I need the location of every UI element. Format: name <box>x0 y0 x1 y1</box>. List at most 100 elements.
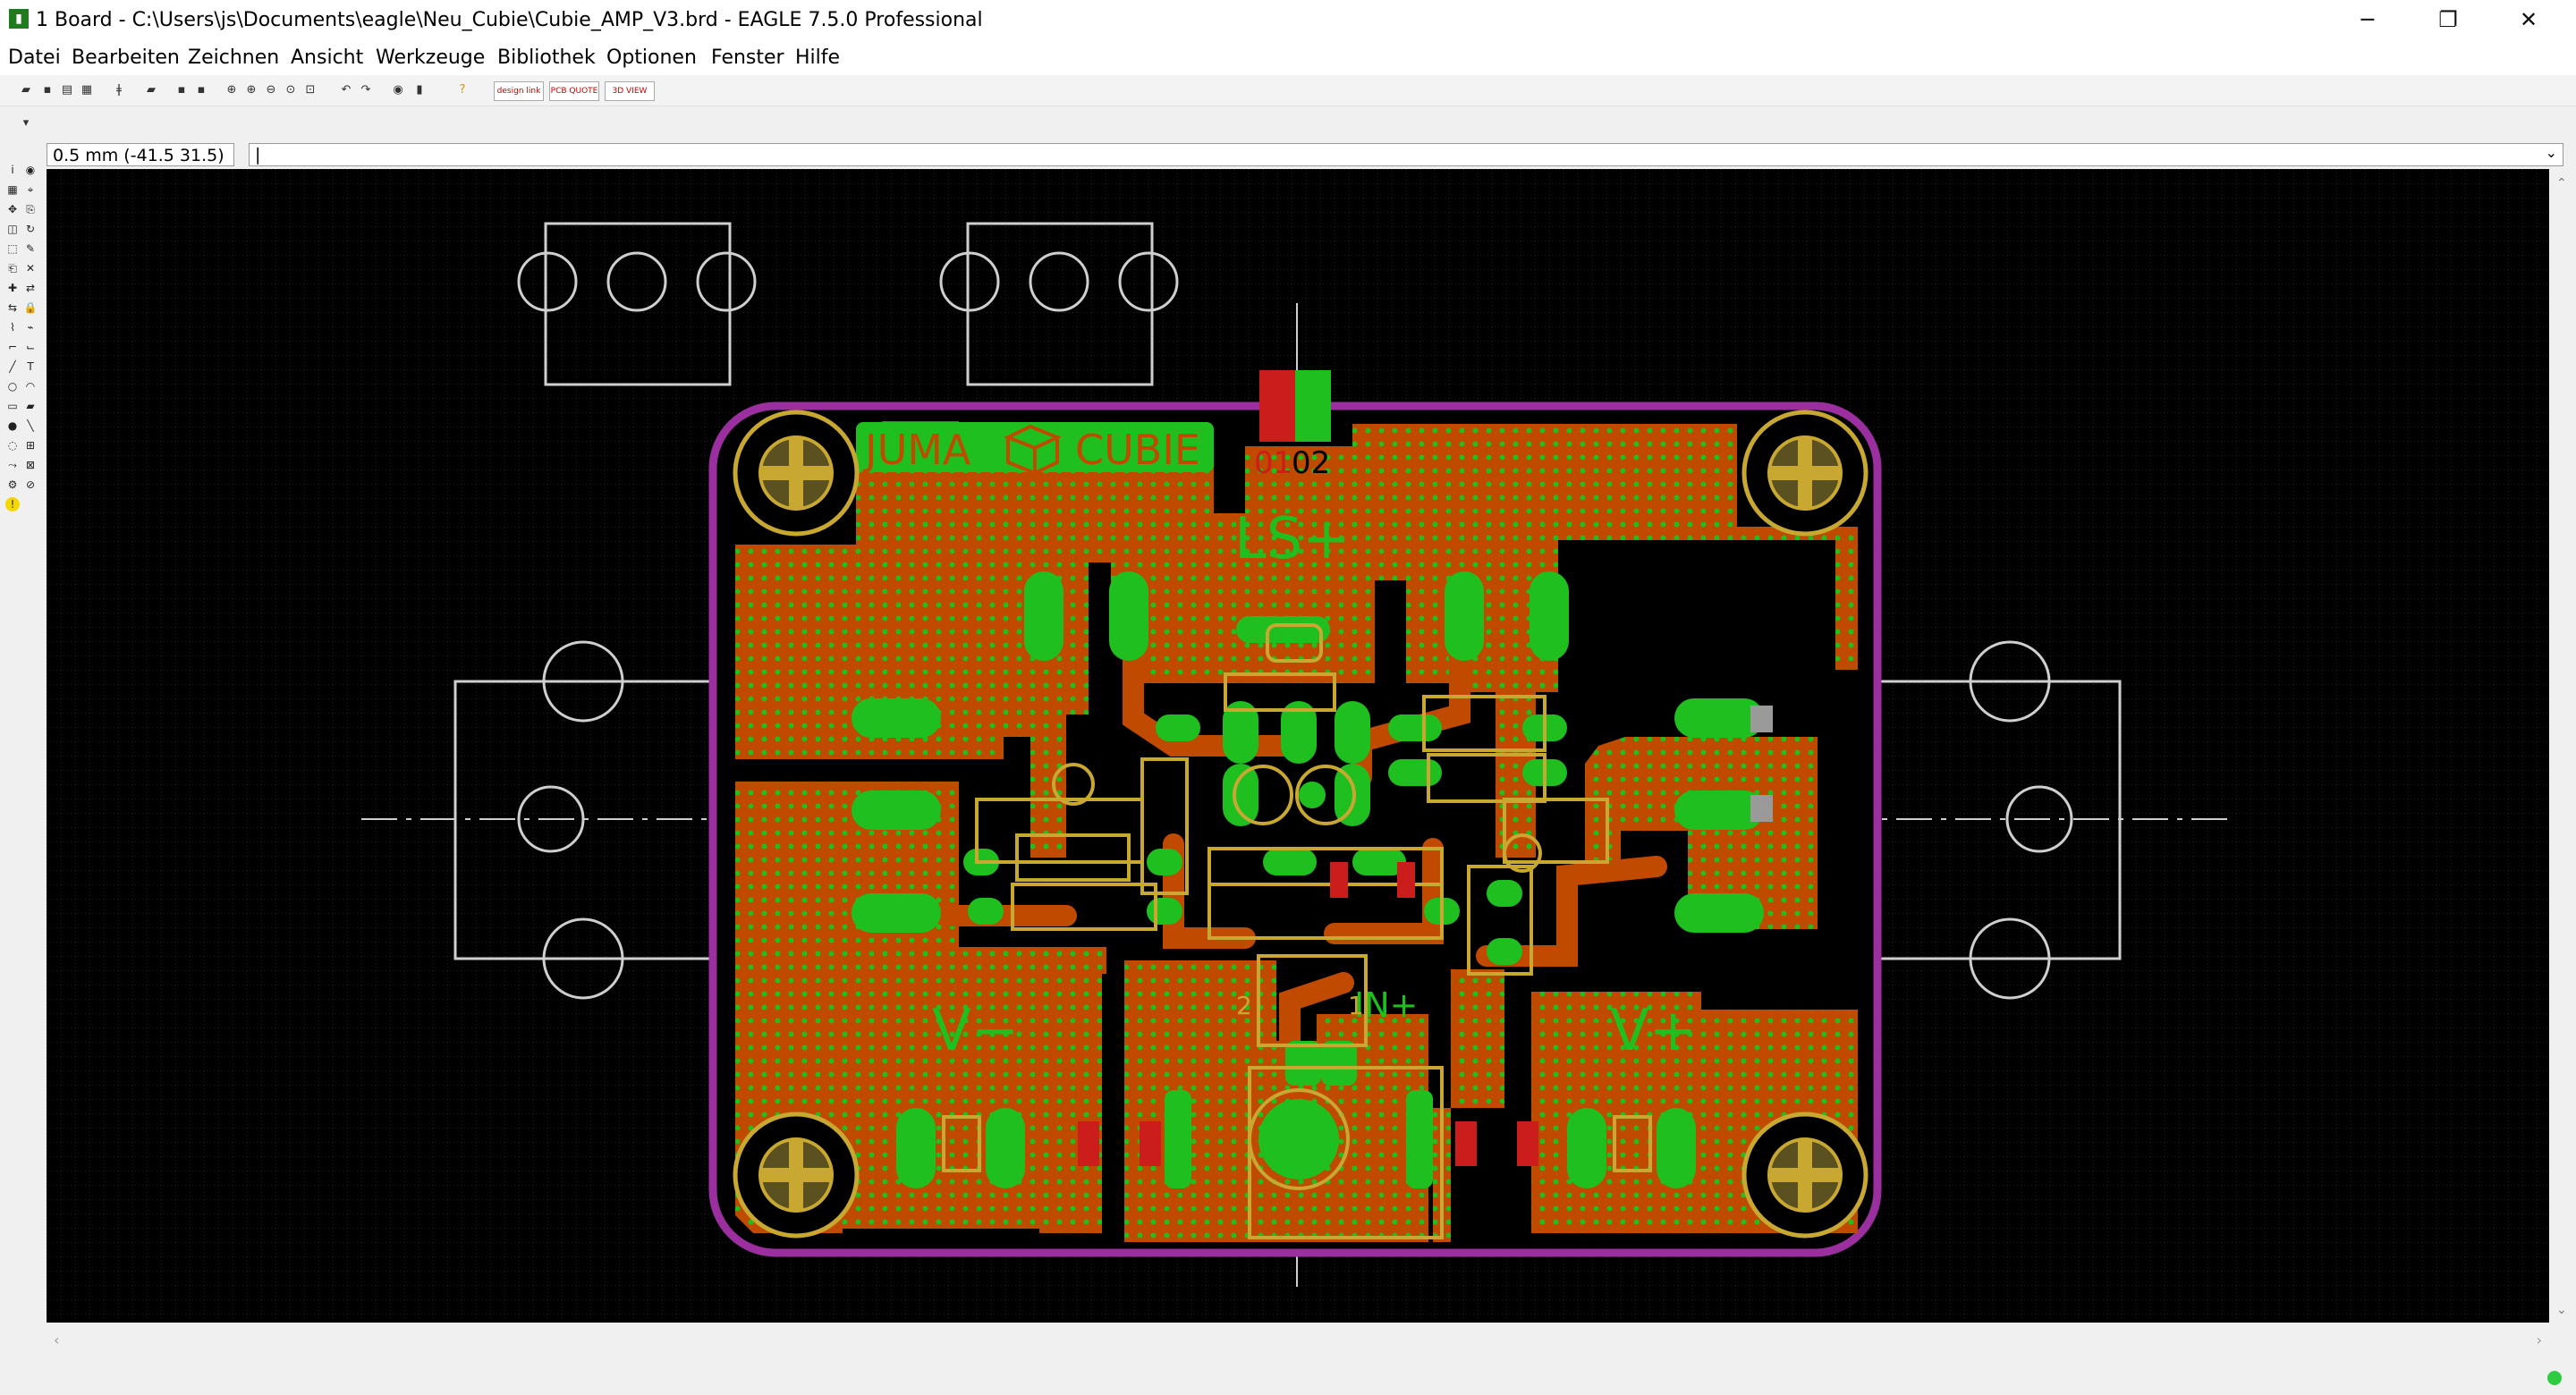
menu-bibliothek[interactable]: Bibliothek <box>497 46 596 69</box>
menu-optionen[interactable]: Optionen <box>606 46 697 69</box>
zoom-out-icon[interactable]: ⊖ <box>266 83 276 97</box>
open-icon[interactable]: ▰ <box>21 83 30 97</box>
parameter-toolbar: ▾ <box>0 106 2576 142</box>
info-icon[interactable]: i <box>11 164 14 176</box>
vertical-scrollbar[interactable]: ⌃ ⌄ <box>2549 169 2576 1323</box>
rotate-icon[interactable]: ↻ <box>25 223 36 235</box>
zoom-redraw-icon[interactable]: ⊙ <box>285 83 296 97</box>
save-icon[interactable]: ▪ <box>43 83 52 97</box>
label-ls-plus: LS+ <box>1234 506 1351 572</box>
label-v-plus: V+ <box>1610 998 1697 1064</box>
scroll-down-icon[interactable]: ⌄ <box>2556 1303 2567 1317</box>
polygon-icon[interactable]: ▰ <box>26 400 35 412</box>
redo-icon[interactable]: ↷ <box>360 83 371 97</box>
zoom-in-icon[interactable]: ⊕ <box>246 83 257 97</box>
close-button[interactable]: ✕ <box>2519 7 2538 32</box>
eagle-board-icon: ▮ <box>9 9 29 29</box>
change-icon[interactable]: ✎ <box>25 242 36 255</box>
ripup-icon[interactable]: ⌙ <box>25 341 36 353</box>
side-toolbar: i ◉ ▦ ⌖ ✥ ⎘ ◫ ↻ ⬚ ✎ ⎗ ✕ ✚ ⇄ ⇆ 🔒 ⌇ ⌁ ⌐ ⌙ ╱ T ○ ◠ ▭ ▰ ● ╲ ◌ ⊞ ⤳ ⊠ ⚙ ⊘! <box>0 159 45 1348</box>
menu-bearbeiten[interactable]: Bearbeiten <box>72 46 180 69</box>
optimize-icon[interactable]: ⌁ <box>27 321 34 334</box>
lock-icon[interactable]: 🔒 <box>23 301 38 314</box>
zoom-select-icon[interactable]: ⊡ <box>305 83 316 97</box>
route-icon[interactable]: ⌐ <box>7 341 18 353</box>
drc-icon[interactable]: ⊘ <box>25 478 36 491</box>
mirror-icon[interactable]: ◫ <box>7 223 18 235</box>
undo-icon[interactable]: ↶ <box>341 83 352 97</box>
layer-02-label: 02 <box>1292 445 1330 481</box>
run-icon[interactable]: ▰ <box>147 83 156 97</box>
mark-icon[interactable]: ⌖ <box>27 183 34 196</box>
script-icon[interactable]: ǂ <box>116 83 122 97</box>
cam-icon[interactable]: ▦ <box>80 83 93 97</box>
command-input-value: | <box>255 145 261 165</box>
menu-ansicht[interactable]: Ansicht <box>291 46 364 69</box>
ulp-icon[interactable]: ▪ <box>177 83 186 97</box>
go-icon[interactable]: ▮ <box>416 83 423 97</box>
arc-icon[interactable]: ◠ <box>25 380 36 393</box>
text-icon[interactable]: T <box>27 360 34 373</box>
label-v-minus: V− <box>932 998 1019 1064</box>
move-icon[interactable]: ✥ <box>7 203 18 216</box>
print-icon[interactable]: ▤ <box>61 83 73 97</box>
horizontal-scrollbar[interactable]: ‹ › <box>47 1323 2549 1358</box>
scroll-up-icon[interactable]: ⌃ <box>2556 176 2567 190</box>
logo-juma-text: JUMA <box>862 426 971 474</box>
menu-werkzeuge[interactable]: Werkzeuge <box>376 46 486 69</box>
replace-icon[interactable]: ⇆ <box>7 301 18 314</box>
signal-icon[interactable]: ╲ <box>27 419 34 432</box>
toolbar: ▰ ▪ ▤ ▦ ǂ ▰ ▪ ▪ ⊕ ⊕ ⊖ ⊙ ⊡ ↶ ↷ ◉ ▮ ? desi… <box>0 75 2576 106</box>
copy-icon[interactable]: ⎘ <box>26 203 35 216</box>
hole-icon[interactable]: ◌ <box>7 439 18 452</box>
ratsnest-icon[interactable]: ⤳ <box>8 459 17 471</box>
coordinate-display: 0.5 mm (-41.5 31.5) <box>47 143 234 166</box>
silkscreen-parts <box>942 623 1652 1239</box>
help-icon[interactable]: ? <box>459 83 466 97</box>
errors-icon[interactable]: ! <box>5 497 20 512</box>
show-icon[interactable]: ◉ <box>25 164 36 176</box>
logo-cubie-text: CUBIE <box>1075 426 1200 474</box>
wire-icon[interactable]: ╱ <box>9 360 16 373</box>
title-bar: ▮ 1 Board - C:\Users\js\Documents\eagle\… <box>0 0 2576 41</box>
scroll-right-icon[interactable]: › <box>2536 1332 2542 1348</box>
ulp2-icon[interactable]: ▪ <box>197 83 206 97</box>
paste-icon[interactable]: ⎗ <box>8 262 17 275</box>
command-input[interactable]: | ⌄ <box>249 143 2563 166</box>
split-icon[interactable]: ⌇ <box>10 321 15 334</box>
chevron-down-icon[interactable]: ⌄ <box>2545 144 2557 161</box>
menu-fenster[interactable]: Fenster <box>711 46 784 69</box>
restore-button[interactable]: ❐ <box>2438 7 2458 32</box>
pinswap-icon[interactable]: ⇄ <box>25 282 36 294</box>
menu-hilfe[interactable]: Hilfe <box>795 46 841 69</box>
pads <box>852 571 1764 1188</box>
delete-icon[interactable]: ✕ <box>25 262 36 275</box>
pcb-quote-widget[interactable]: PCB QUOTE <box>549 81 599 101</box>
status-indicator-icon <box>2547 1371 2562 1385</box>
cube-logo-icon <box>1004 424 1062 476</box>
attribute-icon[interactable]: ⊞ <box>25 439 36 452</box>
zoom-fit-icon[interactable]: ⊕ <box>226 83 237 97</box>
rect-icon[interactable]: ▭ <box>7 400 18 412</box>
circle-icon[interactable]: ○ <box>7 380 18 393</box>
display-icon[interactable]: ▦ <box>7 183 18 196</box>
scroll-left-icon[interactable]: ‹ <box>54 1332 60 1348</box>
erc-icon[interactable]: ⚙ <box>7 478 18 491</box>
command-bar: 0.5 mm (-41.5 31.5) | ⌄ <box>0 142 2576 169</box>
menu-datei[interactable]: Datei <box>8 46 61 69</box>
board-canvas[interactable]: JUMA CUBIE 01 02 <box>47 169 2549 1323</box>
add-icon[interactable]: ✚ <box>7 282 18 294</box>
layer-bottom-marker <box>1295 370 1331 442</box>
layer-01-label: 01 <box>1254 445 1292 481</box>
chevron-down-icon[interactable]: ▾ <box>22 116 30 130</box>
minimize-button[interactable]: ─ <box>2360 7 2375 32</box>
menu-bar: Datei Bearbeiten Zeichnen Ansicht Werkze… <box>0 41 2576 75</box>
design-link-widget[interactable]: design link <box>494 81 544 101</box>
mounting-holes <box>733 410 1868 1239</box>
via-icon[interactable]: ● <box>7 419 18 432</box>
auto-icon[interactable]: ⊠ <box>25 459 36 471</box>
group-icon[interactable]: ⬚ <box>7 242 18 255</box>
3d-view-widget[interactable]: 3D VIEW <box>605 81 655 101</box>
menu-zeichnen[interactable]: Zeichnen <box>188 46 280 69</box>
stop-icon[interactable]: ◉ <box>393 83 403 97</box>
